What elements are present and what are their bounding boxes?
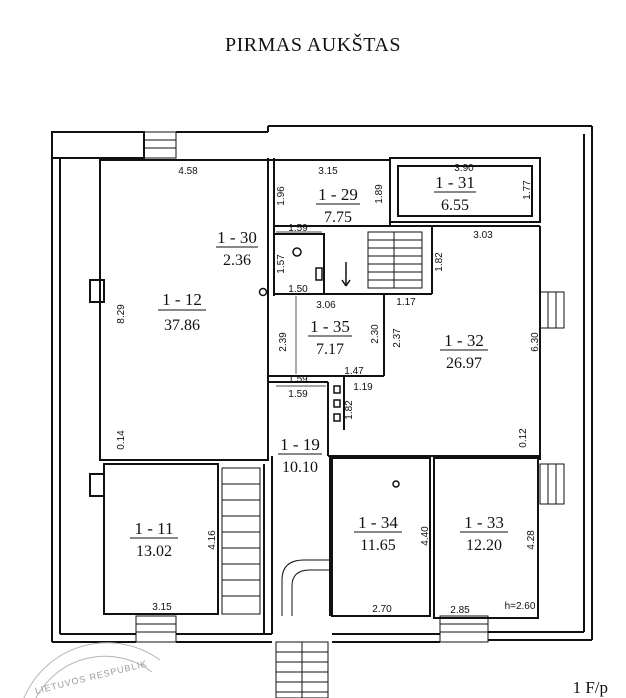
dim-label: 3.15 bbox=[318, 166, 338, 177]
room-1-34: 1 - 34 11.65 bbox=[354, 513, 402, 554]
dim-label: 2.85 bbox=[450, 605, 470, 616]
dim-label: 3.06 bbox=[316, 300, 336, 311]
room-labels: 1 - 12 37.86 1 - 29 7.75 1 - 30 2.36 1 -… bbox=[130, 173, 508, 560]
room-area-1-33: 12.20 bbox=[466, 537, 502, 554]
room-id-1-30: 1 - 30 bbox=[217, 228, 257, 247]
dim-label: 1.96 bbox=[276, 186, 287, 206]
room-area-1-11: 13.02 bbox=[136, 543, 172, 560]
staircases bbox=[221, 231, 423, 698]
page-title: PIRMAS AUKŠTAS bbox=[224, 34, 401, 56]
dim-label: 4.16 bbox=[207, 530, 218, 550]
room-id-1-35: 1 - 35 bbox=[310, 317, 350, 336]
height-note: h=2.60 bbox=[505, 601, 536, 612]
room-id-1-32: 1 - 32 bbox=[444, 331, 484, 350]
room-id-1-31: 1 - 31 bbox=[435, 173, 475, 192]
room-id-1-29: 1 - 29 bbox=[318, 185, 358, 204]
room-1-19: 1 - 19 10.10 bbox=[278, 435, 322, 476]
room-area-1-35: 7.17 bbox=[316, 341, 344, 358]
dim-label: 1.59 bbox=[288, 389, 308, 400]
dim-label: 2.70 bbox=[372, 604, 392, 615]
room-id-1-34: 1 - 34 bbox=[358, 513, 398, 532]
dim-label: 3.15 bbox=[152, 602, 172, 613]
fixtures bbox=[258, 247, 400, 488]
dim-label: 0.12 bbox=[518, 428, 529, 448]
dim-label: 1.50 bbox=[288, 284, 308, 295]
interior-walls bbox=[99, 157, 541, 634]
room-1-35: 1 - 35 7.17 bbox=[308, 317, 352, 358]
dim-label: 1.19 bbox=[353, 382, 373, 393]
room-area-1-19: 10.10 bbox=[282, 459, 318, 476]
sheet-label: 1 F/p bbox=[572, 678, 608, 697]
dim-label: 3.90 bbox=[454, 163, 474, 174]
dim-label: 4.40 bbox=[420, 526, 431, 546]
dim-label: 4.58 bbox=[178, 166, 198, 177]
room-id-1-33: 1 - 33 bbox=[464, 513, 504, 532]
dim-label: 1.82 bbox=[344, 400, 355, 420]
room-1-31: 1 - 31 6.55 bbox=[434, 173, 476, 214]
dim-label: 6.30 bbox=[530, 332, 541, 352]
dimension-lines bbox=[276, 231, 326, 387]
room-1-12: 1 - 12 37.86 bbox=[158, 290, 206, 334]
room-area-1-32: 26.97 bbox=[446, 355, 482, 372]
room-1-30: 1 - 30 2.36 bbox=[216, 228, 258, 269]
dim-label: 0.14 bbox=[116, 430, 127, 450]
room-1-29: 1 - 29 7.75 bbox=[316, 185, 360, 226]
room-area-1-30: 2.36 bbox=[223, 252, 251, 269]
room-id-1-19: 1 - 19 bbox=[280, 435, 320, 454]
dimension-labels: 4.58 3.15 3.90 1.96 1.89 1.77 1.59 1.57 … bbox=[116, 163, 541, 616]
room-area-1-12: 37.86 bbox=[164, 317, 200, 334]
room-area-1-34: 11.65 bbox=[360, 537, 395, 554]
room-1-11: 1 - 11 13.02 bbox=[130, 519, 178, 560]
dim-label: 8.29 bbox=[116, 304, 127, 324]
dim-label: 4.28 bbox=[526, 530, 537, 550]
room-id-1-11: 1 - 11 bbox=[134, 519, 173, 538]
dim-label: 2.30 bbox=[370, 324, 381, 344]
dim-label: 1.89 bbox=[374, 184, 385, 204]
dim-label: 1.59 bbox=[288, 223, 308, 234]
dim-label: 1.17 bbox=[396, 297, 416, 308]
dim-label: 1.47 bbox=[344, 366, 364, 377]
dim-label: 1.82 bbox=[434, 252, 445, 272]
dim-label: 1.77 bbox=[522, 180, 533, 200]
room-1-32: 1 - 32 26.97 bbox=[440, 331, 488, 372]
room-id-1-12: 1 - 12 bbox=[162, 290, 202, 309]
dim-label: 1.57 bbox=[276, 254, 287, 274]
room-1-33: 1 - 33 12.20 bbox=[460, 513, 508, 554]
seal-stamp: LIETUVOS RESPUBLIK bbox=[23, 642, 161, 698]
room-area-1-29: 7.75 bbox=[324, 209, 352, 226]
dim-label: 1.59 bbox=[288, 374, 308, 385]
dim-label: 2.37 bbox=[392, 328, 403, 348]
dim-label: 3.03 bbox=[473, 230, 493, 241]
dim-label: 2.39 bbox=[278, 332, 289, 352]
windows bbox=[89, 131, 565, 643]
room-area-1-31: 6.55 bbox=[441, 197, 469, 214]
